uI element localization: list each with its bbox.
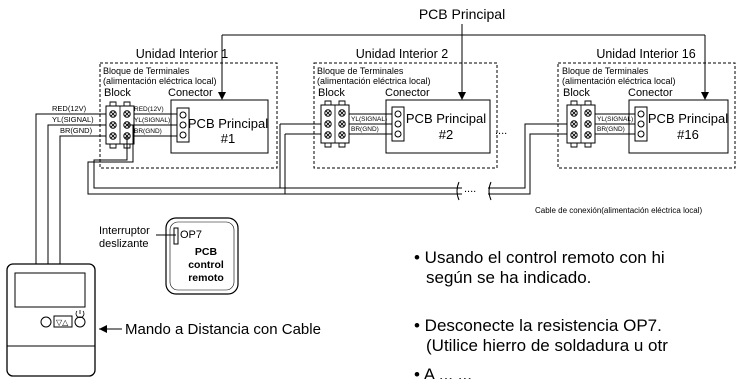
remote-pointer-arrow	[99, 325, 107, 333]
wire-yl-label: YL(SIGNAL)	[134, 117, 170, 124]
connector-icon	[391, 106, 405, 142]
wire-br-label: BR(GND)	[134, 128, 162, 135]
remote-pcb-line2: control	[188, 259, 224, 271]
instruction-1-line2: según se ha indicado.	[426, 268, 592, 287]
terminal-block-label: Bloque de Terminales	[317, 66, 404, 76]
power-icon	[75, 310, 85, 319]
block-label: Block	[104, 87, 131, 99]
terminal-block-sublabel: (alimentación eléctrica local)	[103, 76, 217, 86]
connector-label: Conector	[168, 87, 213, 99]
unit-title: Unidad Interior 1	[136, 47, 228, 61]
instruction-2-line1: • Desconecte la resistencia OP7.	[414, 316, 662, 335]
remote-power-button-icon	[74, 316, 86, 328]
wire-yl-label: YL(SIGNAL)	[351, 116, 387, 123]
terminal-block-sublabel: (alimentación eléctrica local)	[562, 76, 676, 86]
top-pcb-label: PCB Principal	[419, 6, 505, 22]
pcb-label: PCB Principal	[406, 111, 486, 126]
indoor-unit-16: Unidad Interior 16 Bloque de Terminales …	[557, 47, 736, 169]
connector-label: Conector	[385, 87, 430, 99]
wire-yl-label: YL(SIGNAL)	[597, 116, 633, 123]
block-label: Block	[318, 87, 345, 99]
unit-boundary	[313, 62, 498, 169]
remote-pcb-line1: PCB	[195, 246, 218, 258]
unit-boundary	[557, 62, 736, 169]
unit-title: Unidad Interior 16	[596, 47, 695, 61]
wired-remote-label: Mando a Distancia con Cable	[125, 321, 321, 338]
ellipsis-cable: ....	[464, 183, 476, 195]
cable-break-marks	[456, 181, 492, 201]
remote-display	[14, 272, 86, 308]
instruction-3: • A ... ...	[414, 365, 738, 379]
terminal-block-icon	[321, 101, 349, 147]
top-arrowheads	[218, 92, 709, 100]
remote-arrow-icon: ▽△	[56, 318, 69, 327]
left-wire-red-label: RED(12V)	[52, 104, 87, 113]
ellipsis-units: ....	[495, 125, 507, 137]
instruction-1: • Usando el control remoto con hi según …	[414, 248, 738, 288]
unit-boundary	[99, 62, 278, 169]
pcb-number: #2	[439, 127, 453, 142]
op7-label: OP7	[180, 229, 202, 241]
unit-title: Unidad Interior 2	[356, 47, 448, 61]
block-label: Block	[563, 87, 590, 99]
remote-temp-buttons-icon	[53, 315, 73, 328]
instruction-2: • Desconecte la resistencia OP7. (Utilic…	[414, 316, 738, 356]
remote-button-icon	[40, 316, 52, 328]
indoor-unit-2: Unidad Interior 2 Bloque de Terminales (…	[313, 47, 498, 169]
pcb-label: PCB Principal	[648, 111, 728, 126]
instruction-2-line2: (Utilice hierro de soldadura u otr	[426, 336, 668, 355]
wire-br-label: BR(GND)	[351, 126, 379, 133]
terminal-block-label: Bloque de Terminales	[103, 66, 190, 76]
terminal-block-icon	[567, 101, 595, 147]
instruction-3-line1: • A ... ...	[414, 365, 472, 379]
slide-switch-icon	[173, 227, 179, 245]
switch-label-line2: deslizante	[99, 238, 149, 250]
wire-red-label: RED(12V)	[134, 106, 164, 113]
remote-pcb: OP7 PCB control remoto	[165, 217, 239, 295]
indoor-unit-1: Unidad Interior 1 Bloque de Terminales (…	[99, 47, 278, 169]
pcb-label: PCB Principal	[188, 116, 268, 131]
remote-wiring	[35, 113, 106, 264]
wired-remote-controller: ▽△	[6, 263, 96, 377]
terminal-block-sublabel: (alimentación eléctrica local)	[317, 76, 431, 86]
terminal-block-label: Bloque de Terminales	[562, 66, 649, 76]
left-wire-br-label: BR(GND)	[60, 126, 93, 135]
connection-cable-label: Cable de conexión(alimentación eléctrica…	[535, 206, 703, 215]
remote-pcb-line3: remoto	[188, 272, 224, 284]
pcb-number: #1	[221, 131, 235, 146]
wire-br-label: BR(GND)	[597, 126, 625, 133]
top-distribution-lines	[221, 24, 706, 98]
switch-label: Interruptor	[99, 225, 150, 237]
pcb-number: #16	[677, 127, 699, 142]
connector-icon	[634, 106, 648, 142]
left-wire-yl-label: YL(SIGNAL)	[52, 115, 94, 124]
connector-label: Conector	[628, 87, 673, 99]
daisy-chain-wiring	[87, 123, 567, 195]
instruction-1-line1: • Usando el control remoto con hi	[414, 248, 665, 267]
